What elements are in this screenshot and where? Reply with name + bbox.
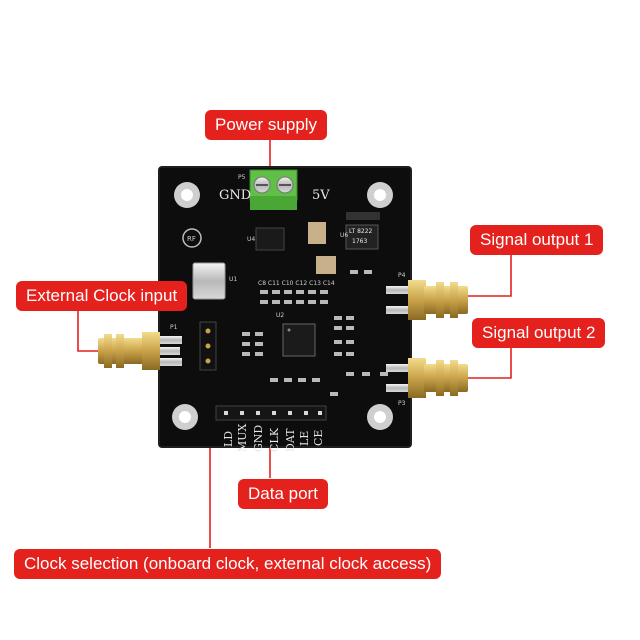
power-supply-label: Power supply [205, 110, 328, 140]
sma-connector-output-2 [386, 358, 468, 398]
data-port-label: Data port [238, 479, 328, 509]
pin-label-gnd: GND [252, 424, 265, 452]
u1-silk: U1 [229, 276, 238, 283]
external-clock-input-label: External Clock input [16, 281, 188, 311]
u6-silk: U6 [340, 232, 349, 239]
pin-label-dat: DAT [284, 428, 297, 453]
clock-selection-label: Clock selection (onboard clock, external… [14, 549, 442, 579]
gnd-silk: GND [219, 188, 252, 203]
pin-label-mux: MUX [236, 423, 249, 452]
p4-silk: P4 [398, 272, 406, 279]
tantalum-cap [316, 256, 336, 274]
crystal-oscillator [192, 262, 226, 300]
pin-label-ld: LD [222, 430, 235, 447]
clock-jumper [199, 321, 217, 371]
sma-connector-clock [98, 332, 182, 370]
pin-label-le: LE [298, 430, 311, 446]
u2-silk: U2 [276, 312, 285, 319]
pin-label-clk: CLK [268, 428, 281, 452]
power-terminal [249, 169, 298, 210]
chip-marking: LT 8222 [349, 228, 373, 235]
rf-logo [182, 228, 202, 248]
chip-leads [346, 212, 380, 220]
signal-output-2-label: Signal output 2 [472, 318, 606, 348]
smd-components [242, 270, 388, 396]
5v-silk: 5V [312, 188, 330, 203]
tantalum-cap [308, 222, 326, 244]
main-ic [282, 323, 316, 357]
p3-silk: P3 [398, 400, 406, 407]
data-port-header [215, 405, 327, 421]
pin-label-ce: CE [312, 429, 325, 446]
p1-silk: P1 [170, 324, 178, 331]
p5-silk: P5 [238, 174, 246, 181]
mounting-holes [172, 182, 393, 430]
sma-connector-output-1 [386, 280, 468, 320]
cap-row-silk: C8 C11 C10 C12 C13 C14 [258, 280, 335, 287]
regulator [255, 227, 285, 251]
lt-chip [345, 224, 379, 250]
rf-logo-text: RF [187, 235, 196, 243]
u4-silk: U4 [247, 236, 256, 243]
signal-output-1-label: Signal output 1 [470, 225, 604, 255]
chip-code: 1763 [352, 238, 368, 245]
